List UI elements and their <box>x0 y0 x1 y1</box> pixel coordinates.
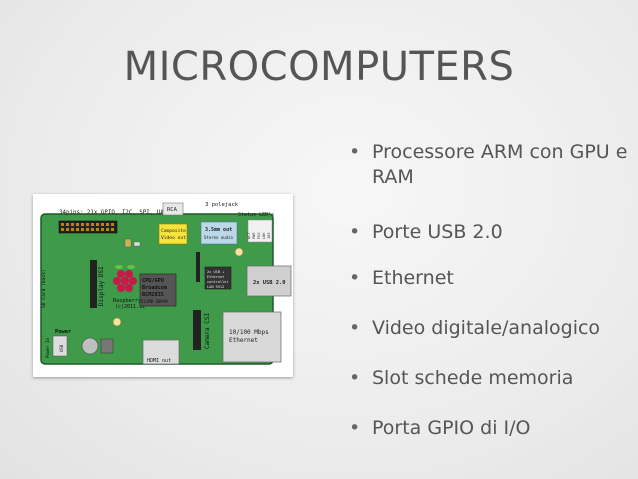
rpi-label: Raspberry Pi <box>113 298 150 304</box>
mount-hole-2 <box>234 247 244 257</box>
power-in-label: Power In <box>45 337 50 358</box>
rpi-year: (c)2011.12 <box>115 304 145 310</box>
usb-eth-text-1: 2x USB + <box>207 270 225 274</box>
svg-text:ACT: ACT <box>247 232 251 239</box>
svg-text:100: 100 <box>267 233 271 240</box>
header-strip <box>196 252 200 282</box>
bullet-text: Video digitale/analogico <box>372 317 601 339</box>
power-usb-label: USB <box>59 344 64 352</box>
bullet-dot: • <box>349 317 361 339</box>
cpu-chip <box>139 273 177 307</box>
slide-title: MICROCOMPUTERS <box>123 44 515 90</box>
gpio-label: 34pins: 21x GPIO, I2C, SPI, UART <box>59 210 171 216</box>
svg-text:PWR: PWR <box>252 232 256 239</box>
status-leds-label: Status LED's <box>238 212 274 218</box>
composite-sub: Video out <box>161 235 186 241</box>
bullet-item: • Porta GPIO di I/O <box>345 416 530 441</box>
camera-csi-label: Camera CSI <box>204 312 211 349</box>
hdmi-label: HDMI out <box>147 358 171 364</box>
bullet-item: • Processore ARM con GPU e <box>345 140 627 165</box>
bullet-continuation: RAM <box>345 165 414 190</box>
composite-label: Composite <box>161 228 186 234</box>
camera-csi-connector <box>193 310 201 350</box>
display-dsi-label: Display DSI <box>98 266 105 306</box>
component-1 <box>124 238 132 248</box>
capacitor <box>81 337 99 355</box>
sd-card-label: SD Card (back) <box>41 269 47 308</box>
usb-eth-text-2: Ethernet <box>207 275 224 279</box>
power-connector <box>52 335 68 357</box>
component-2 <box>133 241 141 247</box>
bullet-dot: • <box>349 221 361 243</box>
rca-box <box>162 202 184 216</box>
polejack-label: 3 polejack <box>205 202 239 208</box>
bullet-text: Porte USB 2.0 <box>372 221 503 243</box>
usb-eth-text-3: controller <box>207 280 229 284</box>
usb-eth-text-4: LAN 9512 <box>207 285 224 289</box>
hdmi-port <box>142 339 180 365</box>
cpu-ram: 512MB SDRAM <box>141 299 168 304</box>
board-svg: 34pins: 21x GPIO, I2C, SPI, UART RCA 3 p… <box>40 202 292 365</box>
usb-label: 2x USB 2.0 <box>253 280 285 286</box>
bullet-dot: • <box>349 367 361 389</box>
bullet-dot: • <box>349 267 361 289</box>
usb-ports <box>246 265 292 297</box>
bullet-item: • Slot schede memoria <box>345 366 573 391</box>
audio-label: 3.5mm out <box>205 227 232 233</box>
usb-eth-chip <box>204 266 232 290</box>
bullet-text: Slot schede memoria <box>372 367 574 389</box>
bullet-text: Ethernet <box>372 267 454 289</box>
rca-label: RCA <box>167 207 178 213</box>
bullet-item: • Video digitale/analogico <box>345 316 600 341</box>
gpio-header <box>58 220 118 234</box>
regulator <box>100 338 114 354</box>
mount-hole-1 <box>112 317 122 327</box>
display-dsi-connector <box>90 260 97 308</box>
bullet-text: Porta GPIO di I/O <box>372 417 531 439</box>
ethernet-speed: 10/100 Mbps <box>229 329 269 336</box>
raspberry-pi-diagram: 34pins: 21x GPIO, I2C, SPI, UART RCA 3 p… <box>33 194 293 377</box>
bullet-item: • Ethernet <box>345 266 454 291</box>
bullet-dot: • <box>349 141 361 163</box>
ethernet-label: Ethernet <box>229 337 258 344</box>
bullet-item: • Porte USB 2.0 <box>345 220 503 245</box>
power-label: Power <box>55 329 72 335</box>
raspberry-logo <box>113 265 137 292</box>
ethernet-port <box>222 311 282 363</box>
svg-text:LNK: LNK <box>262 232 266 239</box>
cpu-label: CPU/GPU <box>142 278 164 284</box>
status-leds: ACT PWR FDX LNK 100 <box>247 219 273 243</box>
audio-box <box>200 221 238 245</box>
cpu-vendor: Broadcom <box>142 285 167 291</box>
bullet-dot: • <box>349 417 361 439</box>
cpu-model: BCM2835 <box>142 292 164 298</box>
bullet-text: RAM <box>372 166 414 188</box>
bullet-text: Processore ARM con GPU e <box>372 141 628 163</box>
svg-text:FDX: FDX <box>257 232 261 239</box>
composite-video-box <box>158 223 188 245</box>
audio-sub: Stereo audio <box>204 235 233 240</box>
